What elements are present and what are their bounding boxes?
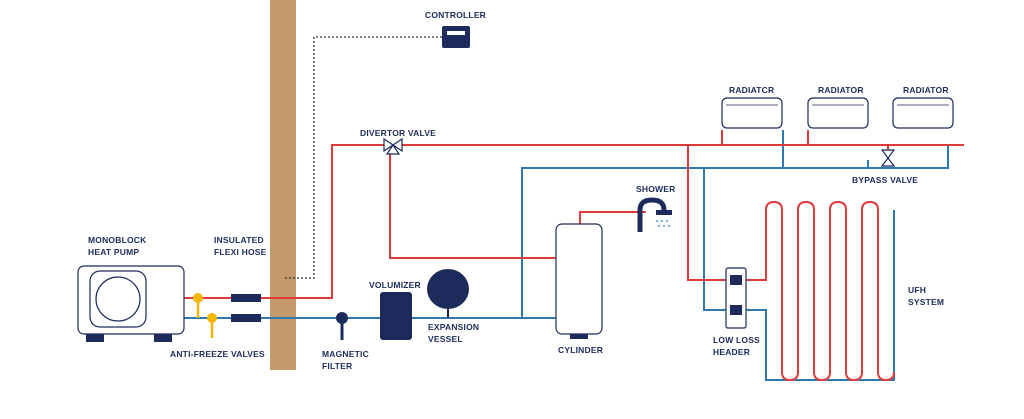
radiator xyxy=(892,97,954,129)
volumizer xyxy=(380,292,412,340)
shower-head-icon xyxy=(637,197,672,232)
heat-pump-label: HEAT PUMP xyxy=(88,247,139,257)
controller-wire xyxy=(285,36,442,279)
cylinder xyxy=(555,223,603,339)
ufh-system-label: SYSTEM xyxy=(908,297,944,307)
radiator xyxy=(721,97,783,129)
flexi-hose-label: INSULATED xyxy=(214,235,264,245)
controller xyxy=(442,26,470,48)
magnetic-filter xyxy=(336,312,348,340)
expansion-vessel-label: EXPANSION xyxy=(428,322,479,332)
flexi-hose-connector xyxy=(231,294,261,322)
magnetic-filter-label: FILTER xyxy=(322,361,352,371)
anti-freeze-label: ANTI-FREEZE VALVES xyxy=(170,349,265,359)
low-loss-header xyxy=(725,267,747,329)
bypass-valve-label: BYPASS VALVE xyxy=(852,175,918,185)
anti-freeze-valve xyxy=(207,313,217,338)
anti-freeze-valve xyxy=(193,293,203,318)
low-loss-header-label: HEADER xyxy=(713,347,750,357)
shower-label: SHOWER xyxy=(636,184,675,194)
heat-pump-label: MONOBLOCK xyxy=(88,235,147,245)
bypass-valve xyxy=(880,149,896,167)
expansion-vessel xyxy=(427,269,469,318)
low-loss-header-label: LOW LOSS xyxy=(713,335,760,345)
monoblock-heat-pump xyxy=(77,265,185,342)
divertor-valve xyxy=(383,137,403,155)
divertor-valve-label: DIVERTOR VALVE xyxy=(360,128,436,138)
radiator-label: RADIATCR xyxy=(729,85,774,95)
flexi-hose-label: FLEXI HOSE xyxy=(214,247,267,257)
volumizer-label: VOLUMIZER xyxy=(369,280,421,290)
flow-pipework xyxy=(184,130,964,382)
magnetic-filter-label: MAGNETIC xyxy=(322,349,369,359)
expansion-vessel-label: VESSEL xyxy=(428,334,463,344)
cylinder-label: CYLINDER xyxy=(558,345,603,355)
radiator-label: RADIATOR xyxy=(818,85,864,95)
radiator-label: RADIATOR xyxy=(903,85,949,95)
wall xyxy=(270,0,296,370)
controller-label: CONTROLLER xyxy=(425,10,486,20)
radiator xyxy=(807,97,869,129)
ufh-system-label: UFH xyxy=(908,285,926,295)
